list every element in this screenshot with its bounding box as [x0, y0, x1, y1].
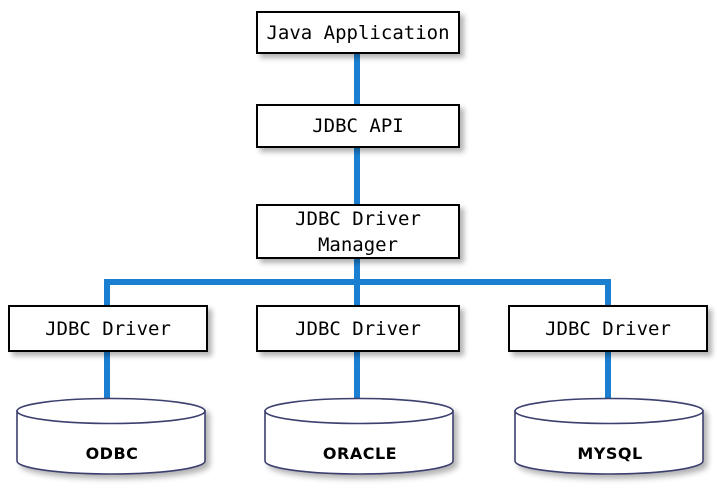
connector-application-to-api [354, 51, 360, 106]
node-jdbc-driver-center[interactable]: JDBC Driver [256, 305, 460, 352]
node-jdbc-driver-manager[interactable]: JDBC Driver Manager [256, 204, 460, 259]
connector-driver-center-to-oracle [354, 350, 360, 412]
node-java-application[interactable]: Java Application [256, 11, 460, 54]
node-jdbc-api[interactable]: JDBC API [256, 104, 460, 148]
node-jdbc-driver-right[interactable]: JDBC Driver [508, 305, 708, 352]
connector-api-to-driver-manager [354, 146, 360, 206]
node-jdbc-driver-left[interactable]: JDBC Driver [8, 305, 208, 352]
connector-bus-to-driver-left [104, 279, 110, 307]
node-jdbc-driver-manager-label: JDBC Driver Manager [295, 207, 421, 256]
node-jdbc-driver-left-label: JDBC Driver [45, 317, 171, 340]
database-cylinder-odbc[interactable]: ODBC [16, 397, 208, 484]
database-cylinder-icon [16, 397, 206, 475]
node-jdbc-api-label: JDBC API [312, 115, 404, 137]
node-jdbc-driver-center-label: JDBC Driver [295, 317, 421, 340]
connector-driver-left-to-odbc [104, 350, 110, 412]
database-cylinder-icon [264, 397, 454, 475]
connector-driver-right-to-mysql [605, 350, 611, 412]
connector-bus-to-driver-right [605, 279, 611, 307]
node-java-application-label: Java Application [266, 21, 450, 44]
node-jdbc-driver-right-label: JDBC Driver [545, 317, 671, 340]
database-cylinder-oracle[interactable]: ORACLE [264, 397, 456, 484]
database-cylinder-mysql[interactable]: MYSQL [514, 397, 706, 484]
connector-driver-bus [104, 279, 611, 285]
database-cylinder-icon [514, 397, 704, 475]
